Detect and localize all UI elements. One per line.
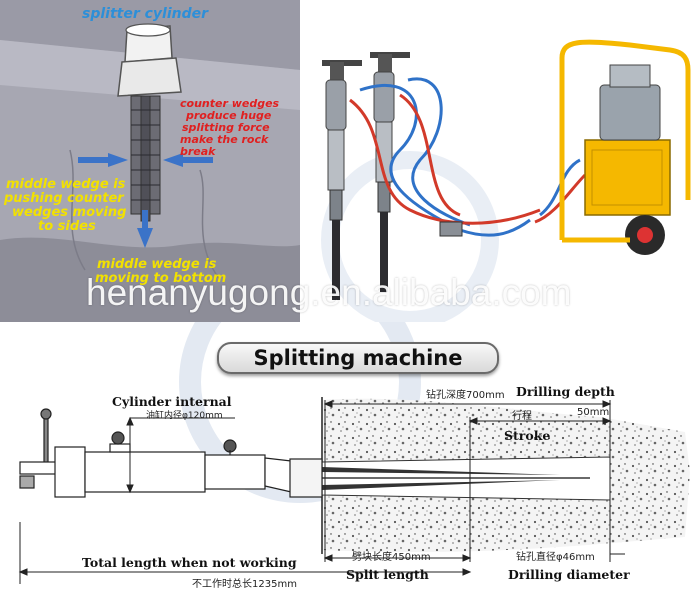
split-length-label: Split length (346, 567, 429, 582)
splitter-body (19, 408, 323, 498)
middle-wedge-move-note: middle wedge is moving to bottom (95, 257, 227, 286)
machine-title: Splitting machine (253, 346, 463, 370)
splitter-gun-right (370, 52, 410, 292)
force-arrows (78, 153, 213, 248)
drilling-depth-cn: 钻孔深度700mm (426, 390, 505, 401)
total-length-label: Total length when not working (82, 555, 297, 570)
split-length-cn: 劈块长度450mm (352, 552, 431, 563)
stroke-cn: 行程 (512, 411, 532, 422)
cylinder-internal-cn: 油缸内径φ120mm (146, 411, 223, 421)
watermark-text: henanyugong.en.alibaba.com (86, 272, 572, 313)
drilling-depth-label: Drilling depth (516, 384, 615, 399)
cylinder-internal-label: Cylinder internal (112, 394, 232, 409)
stroke-value: 50mm (577, 407, 610, 418)
drilling-diameter-cn: 钻孔直径φ46mm (516, 552, 595, 563)
technical-drawing (18, 322, 690, 584)
middle-wedge-push-note: middle wedge is pushing counter wedges m… (4, 177, 127, 234)
splitter-cylinder-title: splitter cylinder (82, 6, 209, 22)
total-length-cn: 不工作时总长1235mm (192, 579, 297, 590)
machine-illustration (321, 39, 691, 322)
cylinder-body (117, 57, 182, 97)
splitter-diagram-art (0, 23, 300, 322)
dimension-lines (18, 400, 625, 584)
splitter-gun-left (322, 60, 362, 300)
middle-wedge (140, 95, 151, 222)
hydraulic-hoses (349, 77, 587, 237)
drilling-diameter-label: Drilling diameter (508, 567, 630, 582)
hose-coupler (439, 221, 463, 237)
machine-title-banner: Splitting machine (217, 342, 499, 374)
counter-wedge-note: counter wedges produce huge splitting fo… (180, 97, 280, 158)
splitter-diagram-panel: splitter cylinder counter wedges produce… (0, 0, 300, 322)
stroke-label: Stroke (504, 428, 551, 443)
pump-station (559, 39, 691, 255)
